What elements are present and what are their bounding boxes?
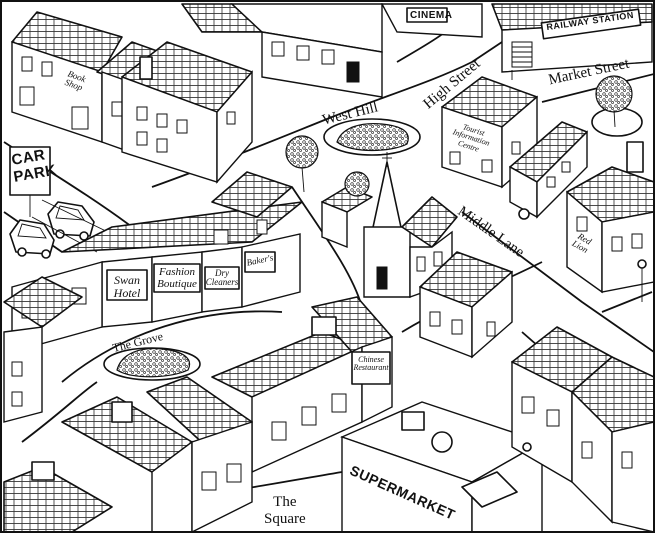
red-lion-pub xyxy=(566,141,653,302)
parked-car xyxy=(9,219,55,259)
top-central-block xyxy=(181,3,383,98)
swan-hotel-line-1: Swan xyxy=(113,273,140,287)
west-hill-green xyxy=(285,118,421,193)
tree xyxy=(285,135,319,193)
supermarket xyxy=(340,401,544,531)
cinema-building xyxy=(380,3,483,38)
fashion-boutique-line-2: Boutique xyxy=(157,277,197,290)
dry-cleaners-sign: Dry Cleaners xyxy=(205,268,239,288)
corner-house xyxy=(121,41,253,184)
market-building xyxy=(509,121,588,220)
the-square-line-2: Square xyxy=(264,510,306,527)
parked-car xyxy=(47,201,95,241)
dry-cleaners-line-1: Dry xyxy=(215,268,229,278)
chinese-restaurant-line-1: Chinese xyxy=(358,355,384,364)
dry-cleaners-line-2: Cleaners xyxy=(205,277,239,288)
church xyxy=(363,152,458,298)
bottom-left-houses xyxy=(3,376,253,531)
cinema-sign: CINEMA xyxy=(410,10,453,21)
street-label-the-square: The Square xyxy=(264,494,306,527)
fashion-boutique-sign: Fashion Boutique xyxy=(155,266,199,290)
swan-hotel-sign: Swan Hotel xyxy=(108,274,146,299)
swan-hotel-line-2: Hotel xyxy=(113,285,141,300)
fashion-boutique-line-1: Fashion xyxy=(158,266,196,278)
right-bottom-buildings xyxy=(511,326,653,531)
middle-lane-house xyxy=(419,251,513,359)
railway-station xyxy=(491,3,653,73)
car-park xyxy=(9,146,113,259)
left-buildings xyxy=(3,276,83,423)
the-grove-green xyxy=(103,347,201,381)
the-square-line-1: The xyxy=(273,494,297,510)
chinese-restaurant-sign: Chinese Restaurant xyxy=(352,355,390,373)
chinese-restaurant-line-2: Restaurant xyxy=(353,363,389,373)
car-park-sign: CAR PARK xyxy=(9,146,58,186)
church-hall xyxy=(321,171,373,249)
chinese-restaurant-terrace xyxy=(211,296,393,474)
tourist-information-building xyxy=(441,70,538,189)
roundabout xyxy=(591,75,643,137)
